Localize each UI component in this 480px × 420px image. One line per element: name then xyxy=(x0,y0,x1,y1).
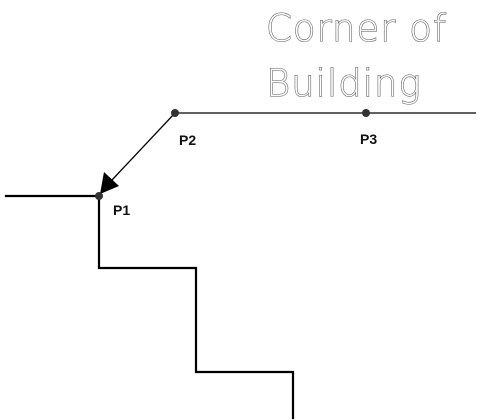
arrow-head-icon xyxy=(100,172,119,194)
title-line-2: Building xyxy=(266,62,422,105)
label-p2: P2 xyxy=(179,132,196,148)
point-p3 xyxy=(362,109,370,117)
building-step-outline xyxy=(97,194,295,420)
p2-to-p1-line xyxy=(111,112,176,181)
label-p1: P1 xyxy=(113,202,130,218)
label-p3: P3 xyxy=(360,131,377,147)
point-p2 xyxy=(171,109,179,117)
point-p1 xyxy=(95,192,103,200)
title-line-1: Corner of xyxy=(266,7,447,50)
